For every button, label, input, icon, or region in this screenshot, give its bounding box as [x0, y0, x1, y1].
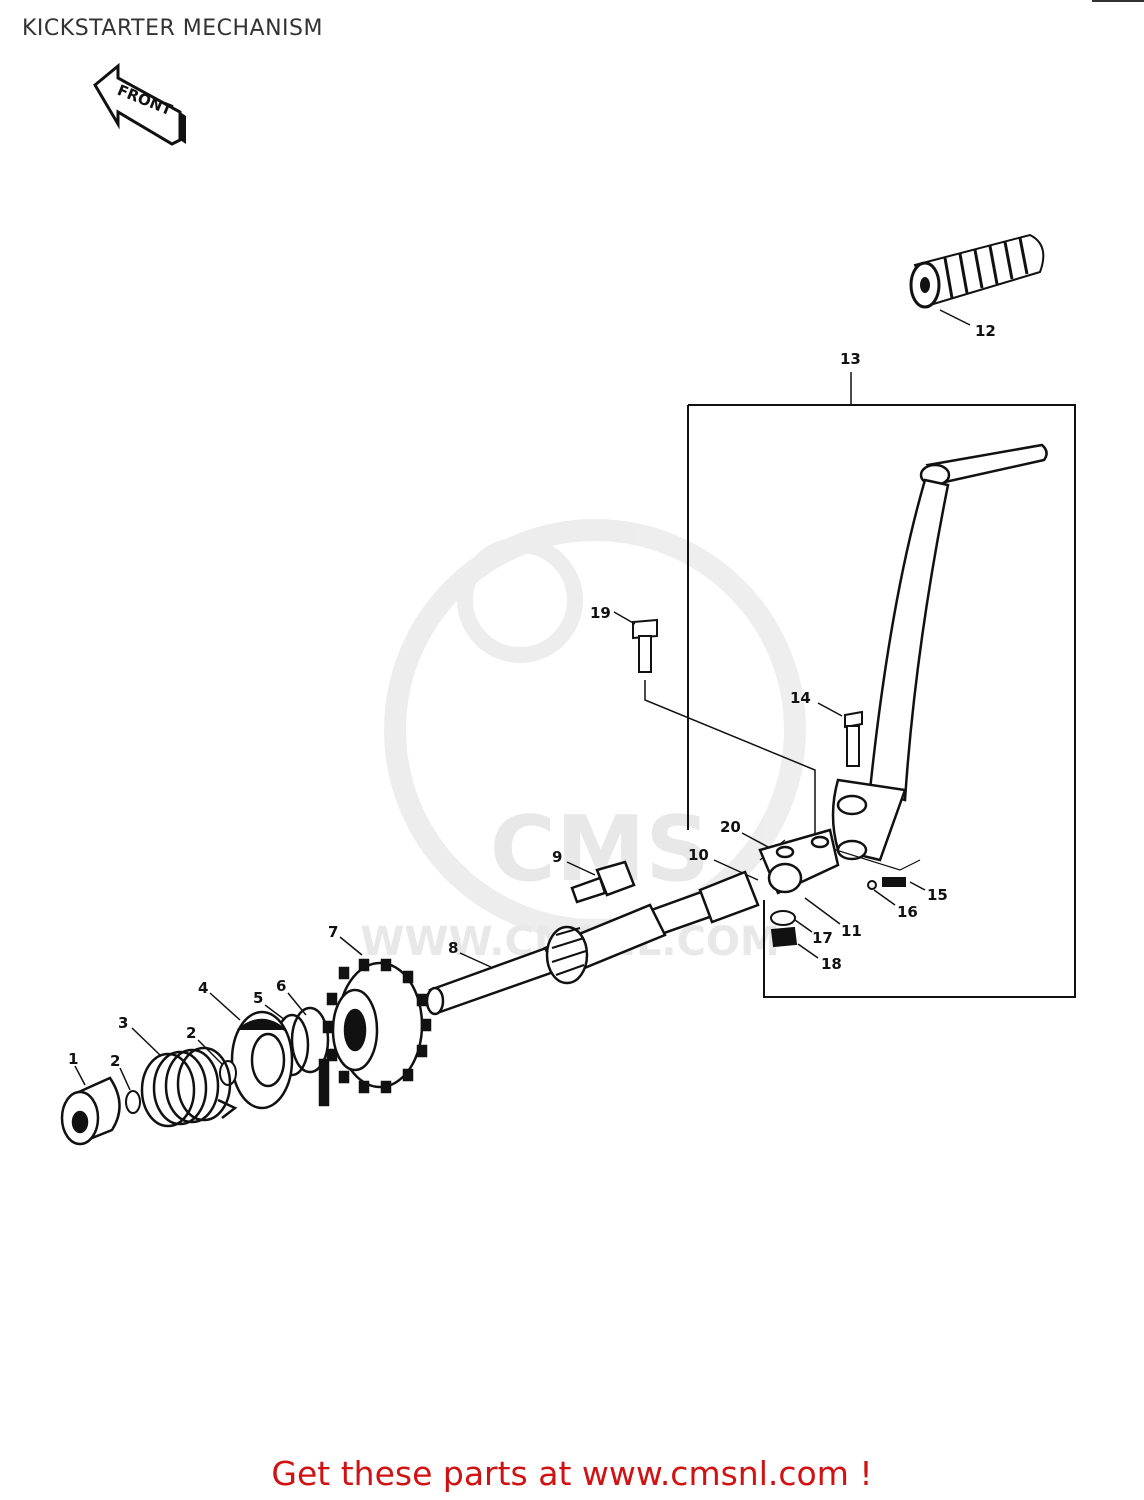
- callout-2b: 2: [186, 1024, 196, 1042]
- callout-5: 5: [253, 989, 263, 1007]
- kick-spring-part: [140, 1046, 238, 1128]
- callout-7: 7: [328, 923, 338, 941]
- callout-13: 13: [840, 350, 861, 368]
- callout-15: 15: [927, 886, 948, 904]
- kick-lever-part: [831, 443, 1048, 862]
- bolt-19-part: [632, 618, 658, 673]
- lever-boss-part: [758, 828, 840, 895]
- pin-15-part: [867, 877, 906, 890]
- kick-gear-part: [322, 958, 432, 1094]
- page-title: KICKSTARTER MECHANISM: [22, 16, 323, 41]
- callout-4: 4: [198, 979, 208, 997]
- callout-9: 9: [552, 848, 562, 866]
- callout-20: 20: [720, 818, 741, 836]
- top-divider: [1092, 0, 1144, 2]
- kick-shaft-part: [425, 870, 760, 1016]
- callout-8: 8: [448, 939, 458, 957]
- nut-17-18-part: [770, 910, 798, 948]
- callout-10: 10: [688, 846, 709, 864]
- callout-11: 11: [841, 922, 862, 940]
- front-arrow-icon: FRONT: [93, 62, 186, 146]
- bolt-9-part: [570, 860, 636, 904]
- callout-1: 1: [68, 1050, 78, 1068]
- assembly-box-13: [687, 404, 1076, 998]
- callout-19: 19: [590, 604, 611, 622]
- callout-18: 18: [821, 955, 842, 973]
- kick-grip-part: [909, 233, 1045, 326]
- callout-3: 3: [118, 1014, 128, 1032]
- callout-16: 16: [897, 903, 918, 921]
- callout-17: 17: [812, 929, 833, 947]
- callout-2a: 2: [110, 1052, 120, 1070]
- spring-guide-part: [60, 1076, 121, 1146]
- washer-2a-part: [125, 1090, 141, 1114]
- callout-14: 14: [790, 689, 811, 707]
- ratchet-part: [230, 1010, 294, 1110]
- bolt-14-part: [844, 710, 863, 767]
- callout-6: 6: [276, 977, 286, 995]
- footer-promo-link[interactable]: Get these parts at www.cmsnl.com !: [271, 1454, 873, 1493]
- callout-12: 12: [975, 322, 996, 340]
